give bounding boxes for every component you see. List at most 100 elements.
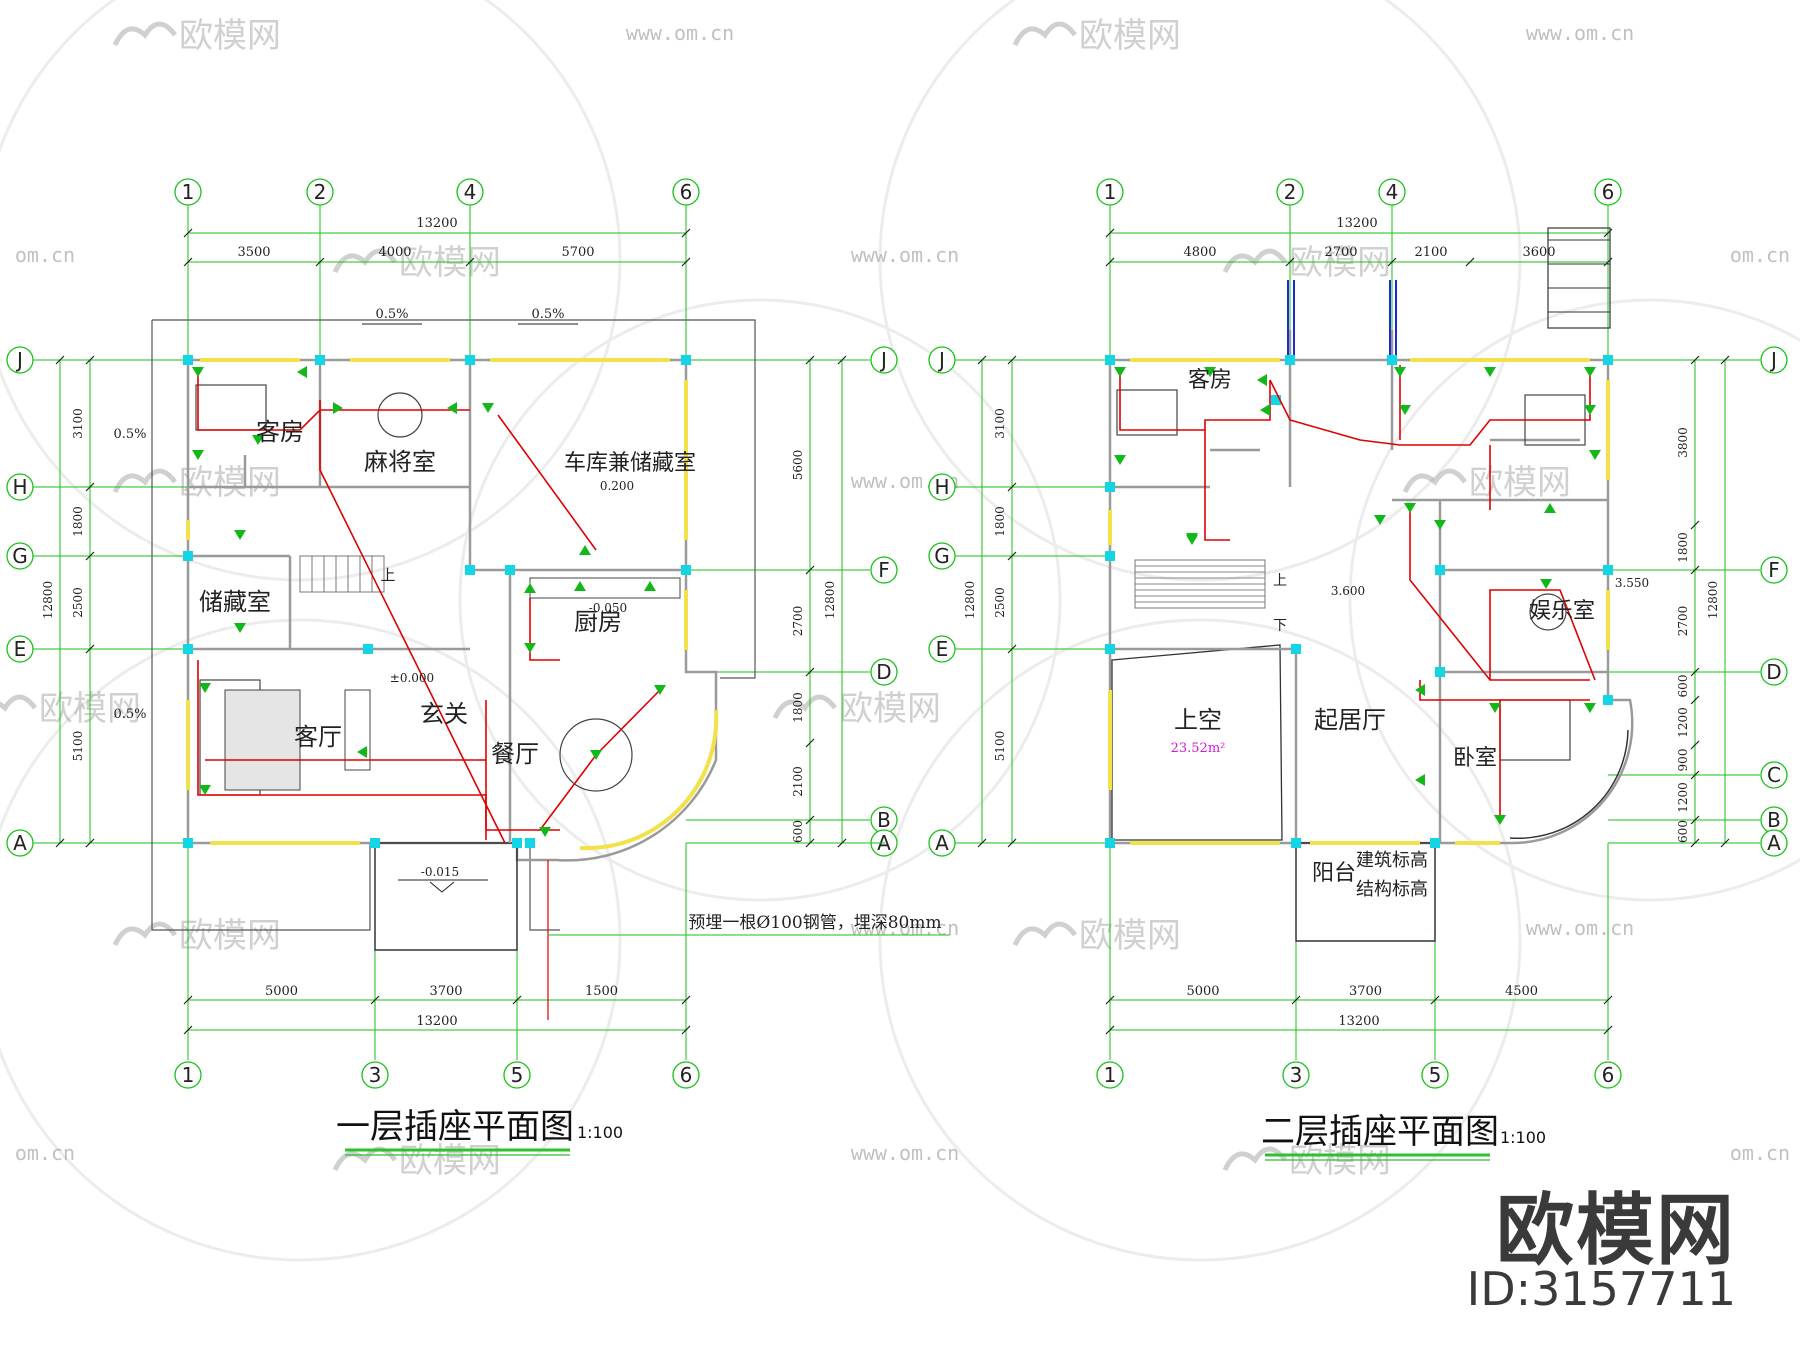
tile-watermark: 欧模网 <box>1079 916 1181 956</box>
curved-balcony-rail <box>1509 729 1629 840</box>
plan-title: 一层插座平面图 <box>336 1107 574 1147</box>
axis-bubble-left-label: G <box>12 544 28 568</box>
structural-column <box>512 838 522 848</box>
axis-bubble-left-label: E <box>936 637 949 661</box>
dim-right-tick <box>805 667 815 677</box>
axis-bubble-top-label: 1 <box>182 180 195 204</box>
dim-bottom-tick <box>681 995 691 1005</box>
axis-bubble-bottom-label: 1 <box>182 1063 195 1087</box>
outlet-symbol-icon <box>1494 815 1506 825</box>
socket-circuit-wire <box>1204 430 1230 541</box>
room-label: 娱乐室 <box>1529 599 1595 624</box>
structural-column <box>1387 355 1397 365</box>
axis-bubble-top-circle <box>306 178 334 206</box>
level-mark: -0.050 <box>589 601 627 615</box>
plan-title: 二层插座平面图 <box>1261 1112 1499 1152</box>
axis-bubble-bottom-circle <box>361 1061 389 1089</box>
url-watermark-short: om.cn <box>1730 243 1790 267</box>
dim-right-tick <box>1690 667 1700 677</box>
dim-left-tick <box>1007 551 1017 561</box>
outlet-symbol-icon <box>1394 367 1406 377</box>
outlet-symbol-icon <box>1584 405 1596 415</box>
axis-bubble-left-label: A <box>935 831 949 855</box>
outlet-symbol-icon <box>1484 367 1496 377</box>
outlet-symbol-icon <box>234 623 246 633</box>
dim-top-text: 4000 <box>378 245 411 260</box>
brand-logo-icon <box>1402 468 1468 494</box>
dim-tick <box>977 838 987 848</box>
axis-bubble-top-label: 6 <box>680 180 693 204</box>
dim-top-tick <box>1465 257 1475 267</box>
brand-logo-icon <box>1012 921 1078 947</box>
kitchen-counter <box>529 577 681 599</box>
axis-bubble-left-circle <box>6 542 34 570</box>
outlet-symbol-icon <box>482 403 494 413</box>
dim-right-tick <box>1690 740 1700 750</box>
entrance-porch <box>374 842 518 951</box>
dim-right-tick <box>1690 815 1700 825</box>
structural-column <box>363 644 373 654</box>
dim-top-tick <box>315 257 325 267</box>
dim-total-left: 12800 <box>41 581 55 619</box>
dim-right-tick <box>805 838 815 848</box>
dim-top-text: 2100 <box>1414 245 1447 260</box>
dim-left-tick <box>1007 838 1017 848</box>
dim-right-text: 1200 <box>1676 782 1690 813</box>
dim-bottom-tick <box>1105 995 1115 1005</box>
dim-tick <box>1105 1025 1115 1035</box>
dim-left-tick <box>85 355 95 365</box>
room-label: 储藏室 <box>199 588 271 616</box>
bed <box>1499 699 1571 761</box>
dim-right-text: 600 <box>1676 675 1690 698</box>
url-watermark-short: om.cn <box>1730 1141 1790 1165</box>
axis-bubble-left-label: G <box>934 544 950 568</box>
structural-column <box>1603 355 1613 365</box>
outlet-symbol-icon <box>1257 374 1267 386</box>
axis-bubble-bottom-circle <box>1594 1061 1622 1089</box>
axis-bubble-bottom-circle <box>503 1061 531 1089</box>
socket-circuit-wire <box>539 689 661 831</box>
roof-frame <box>1547 227 1611 329</box>
dim-tick <box>1603 228 1613 238</box>
outlet-symbol-icon <box>524 643 536 653</box>
axis-bubble-right-circle <box>870 658 898 686</box>
dim-bottom-text: 3700 <box>1349 984 1382 999</box>
brand-logo-icon <box>1012 21 1078 47</box>
socket-circuit-wire <box>1489 589 1596 681</box>
dim-right-text: 2100 <box>791 766 805 797</box>
socket-circuit-wire <box>197 372 470 431</box>
outlet-symbol-icon <box>1114 367 1126 377</box>
axis-bubble-top-circle <box>1276 178 1304 206</box>
room-label: 餐厅 <box>491 740 539 768</box>
dim-total-right: 12800 <box>823 581 837 619</box>
tile-watermark: 欧模网 <box>399 1141 501 1181</box>
dining-table <box>559 718 633 792</box>
axis-bubble-bottom-circle <box>1096 1061 1124 1089</box>
outlet-symbol-icon <box>539 827 551 837</box>
room-label: 客房 <box>1188 368 1232 393</box>
dim-right-tick <box>1690 695 1700 705</box>
outlet-symbol-icon <box>654 685 666 695</box>
dim-top-text: 4800 <box>1183 245 1216 260</box>
dim-tick <box>183 228 193 238</box>
outlet-symbol-icon <box>1186 535 1198 545</box>
axis-bubble-right-label: D <box>876 660 891 684</box>
axis-bubble-top-circle <box>456 178 484 206</box>
room-label: 厨房 <box>574 608 622 636</box>
level-mark: 3.550 <box>1615 576 1649 590</box>
socket-circuit-wire <box>497 414 597 551</box>
dim-right-tick <box>805 815 815 825</box>
outlet-symbol-icon <box>1399 405 1411 415</box>
balcony-note: 建筑标高 <box>1356 850 1428 871</box>
watermark-ring <box>878 0 1522 582</box>
axis-bubble-left-circle <box>6 829 34 857</box>
dim-right-tick <box>1690 520 1700 530</box>
structural-column <box>1435 565 1445 575</box>
structural-column <box>1603 695 1613 705</box>
axis-bubble-right-label: J <box>879 348 887 372</box>
bed <box>1116 389 1178 436</box>
axis-bubble-left-circle <box>6 473 34 501</box>
socket-circuit-wire <box>1409 510 1590 681</box>
structural-column <box>505 565 515 575</box>
